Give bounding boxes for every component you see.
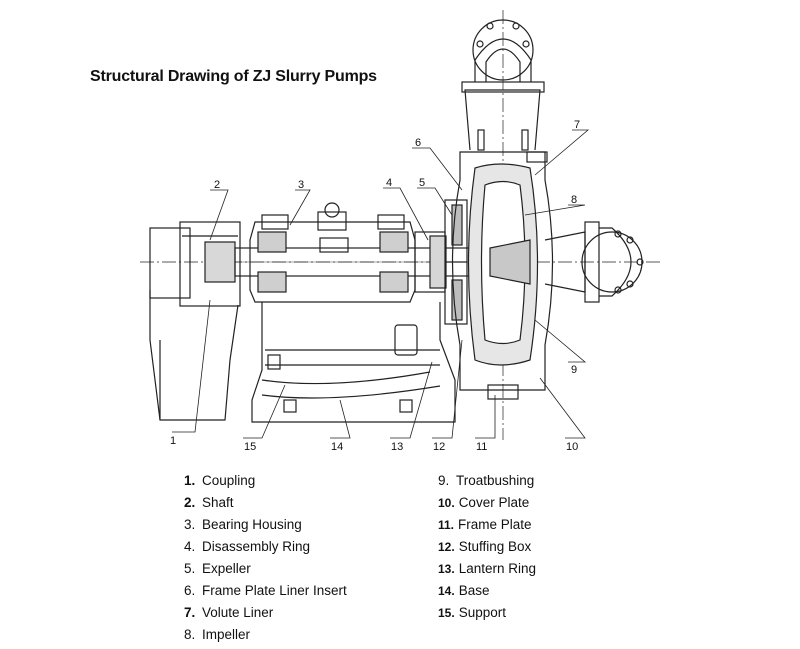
- legend-number: 12.: [438, 540, 455, 554]
- legend-label: Volute Liner: [202, 605, 274, 620]
- legend-number: 2.: [184, 495, 196, 510]
- callout-15: 15: [244, 441, 256, 453]
- stuffing-box-part: [414, 199, 468, 325]
- volute-casing-part: [451, 151, 554, 400]
- legend-item: 11.Frame Plate: [438, 514, 536, 536]
- legend-item: 12.Stuffing Box: [438, 536, 536, 558]
- legend-item: 14.Base: [438, 580, 536, 602]
- support-and-base-part: [251, 302, 456, 423]
- suction-inlet-part: [544, 221, 644, 303]
- callout-leaders: [172, 129, 590, 439]
- callout-6: 6: [415, 137, 421, 149]
- callout-11: 11: [476, 441, 487, 453]
- legend-number: 14.: [438, 584, 455, 598]
- legend-number: 10.: [438, 496, 455, 510]
- legend-number: 9.: [438, 473, 450, 488]
- legend-item: 13.Lantern Ring: [438, 558, 536, 580]
- pump-structural-drawing: 1 2 3 4 5 6 7 8 9 10 11 12 13 14 15: [140, 10, 660, 453]
- callout-12: 12: [433, 441, 445, 453]
- legend-item: 15.Support: [438, 602, 536, 624]
- legend-number: 5.: [184, 561, 196, 576]
- legend-item: 2. Shaft: [184, 492, 347, 514]
- legend-item: 10.Cover Plate: [438, 492, 536, 514]
- legend-item: 4. Disassembly Ring: [184, 536, 347, 558]
- legend-label: Stuffing Box: [458, 539, 532, 554]
- bearing-housing-part: [249, 202, 416, 303]
- callout-13: 13: [391, 441, 403, 453]
- legend-label: Coupling: [202, 473, 256, 488]
- legend-number: 11.: [438, 518, 455, 532]
- callout-3: 3: [298, 179, 304, 191]
- legend-label: Shaft: [202, 495, 234, 510]
- legend-item: 7. Volute Liner: [184, 602, 347, 624]
- legend-label: Troatbushing: [456, 473, 535, 488]
- legend-label: Cover Plate: [458, 495, 530, 510]
- legend-label: Bearing Housing: [202, 517, 302, 532]
- callout-1: 1: [170, 435, 176, 447]
- legend-number: 7.: [184, 605, 196, 620]
- callout-9: 9: [571, 364, 577, 376]
- legend-left-column: 1. Coupling 2. Shaft 3. Bearing Housing 4. D…: [184, 470, 347, 646]
- legend-number: 15.: [438, 606, 455, 620]
- legend-item: 6. Frame Plate Liner Insert: [184, 580, 347, 602]
- page-title: Structural Drawing of ZJ Slurry Pumps: [90, 68, 377, 85]
- legend-number: 6.: [184, 583, 196, 598]
- legend-number: 8.: [184, 627, 196, 642]
- callout-5: 5: [419, 177, 425, 189]
- legend-label: Support: [458, 605, 506, 620]
- legend-label: Expeller: [202, 561, 251, 576]
- callout-10: 10: [566, 441, 578, 453]
- legend-label: Impeller: [202, 627, 251, 642]
- legend-right-column: 9. Troatbushing 10.Cover Plate 11.Frame P…: [438, 470, 536, 624]
- legend-item: 1. Coupling: [184, 470, 347, 492]
- legend-number: 3.: [184, 517, 196, 532]
- callout-7: 7: [574, 119, 580, 131]
- coupling-part: [149, 221, 241, 421]
- legend-item: 9. Troatbushing: [438, 470, 536, 492]
- legend-item: 3. Bearing Housing: [184, 514, 347, 536]
- legend-label: Disassembly Ring: [202, 539, 311, 554]
- legend-number: 13.: [438, 562, 455, 576]
- legend-label: Frame Plate: [458, 517, 532, 532]
- callout-8: 8: [571, 194, 577, 206]
- legend-label: Lantern Ring: [458, 561, 536, 576]
- discharge-outlet-part: [461, 19, 545, 151]
- callout-2: 2: [214, 179, 220, 191]
- callout-14: 14: [331, 441, 343, 453]
- legend-label: Frame Plate Liner Insert: [202, 583, 347, 598]
- legend-number: 1.: [184, 473, 196, 488]
- legend-label: Base: [458, 583, 490, 598]
- legend-number: 4.: [184, 539, 196, 554]
- legend-item: 5. Expeller: [184, 558, 347, 580]
- legend-item: 8. Impeller: [184, 624, 347, 646]
- callout-4: 4: [386, 177, 392, 189]
